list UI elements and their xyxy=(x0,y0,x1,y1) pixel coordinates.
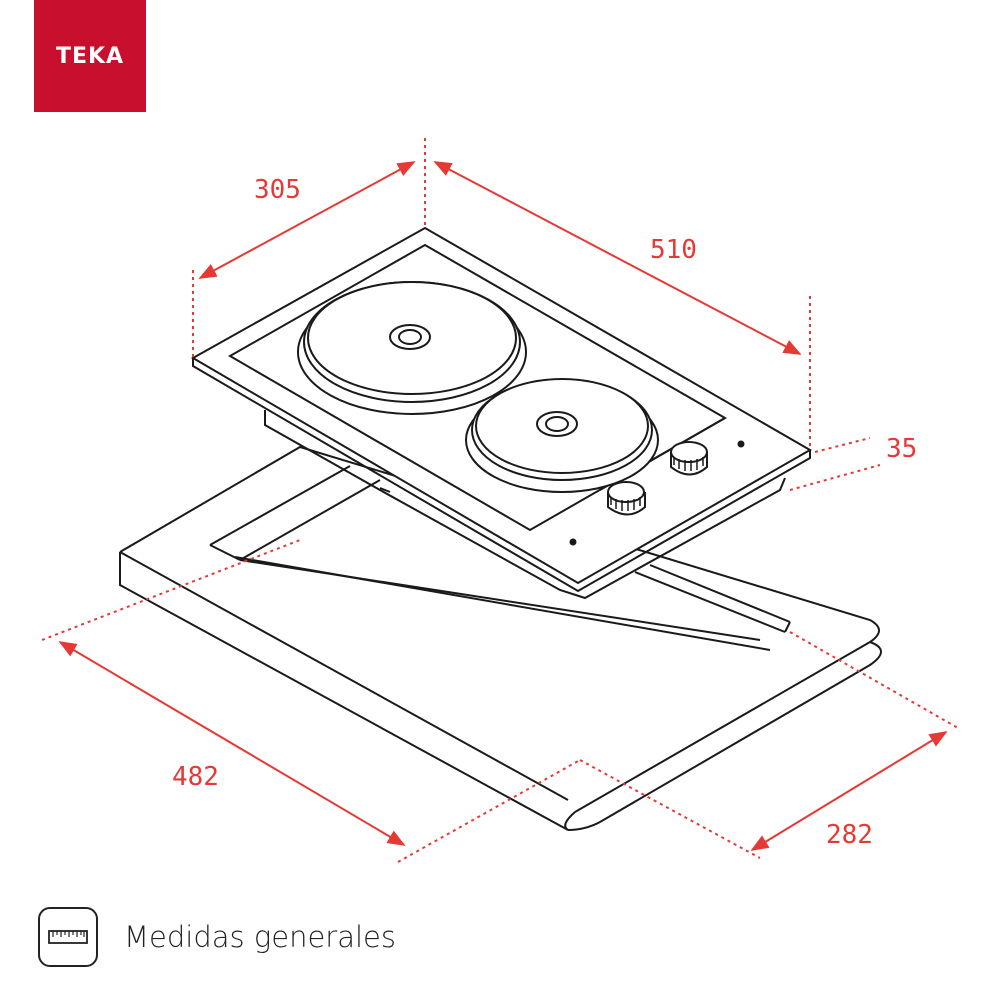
logo-text: TEKA xyxy=(55,43,125,69)
dim-cutout-width-label: 482 xyxy=(172,762,219,792)
countertop xyxy=(119,445,882,831)
ruler-icon xyxy=(38,907,98,967)
screw-dot xyxy=(569,538,577,546)
dim-depth-label: 305 xyxy=(254,175,301,205)
dim-width-label: 510 xyxy=(650,235,697,265)
dim-cutout-depth-label: 282 xyxy=(826,820,873,850)
small-burner xyxy=(465,378,659,493)
control-knob-right xyxy=(670,441,708,476)
caption-text: Medidas generales xyxy=(124,920,397,954)
control-knob-left xyxy=(607,481,646,516)
teka-logo: TEKA xyxy=(34,0,146,112)
screw-dot xyxy=(737,440,745,448)
dimension-lines xyxy=(41,138,959,863)
large-burner xyxy=(297,281,527,415)
dim-height-label: 35 xyxy=(886,434,917,464)
